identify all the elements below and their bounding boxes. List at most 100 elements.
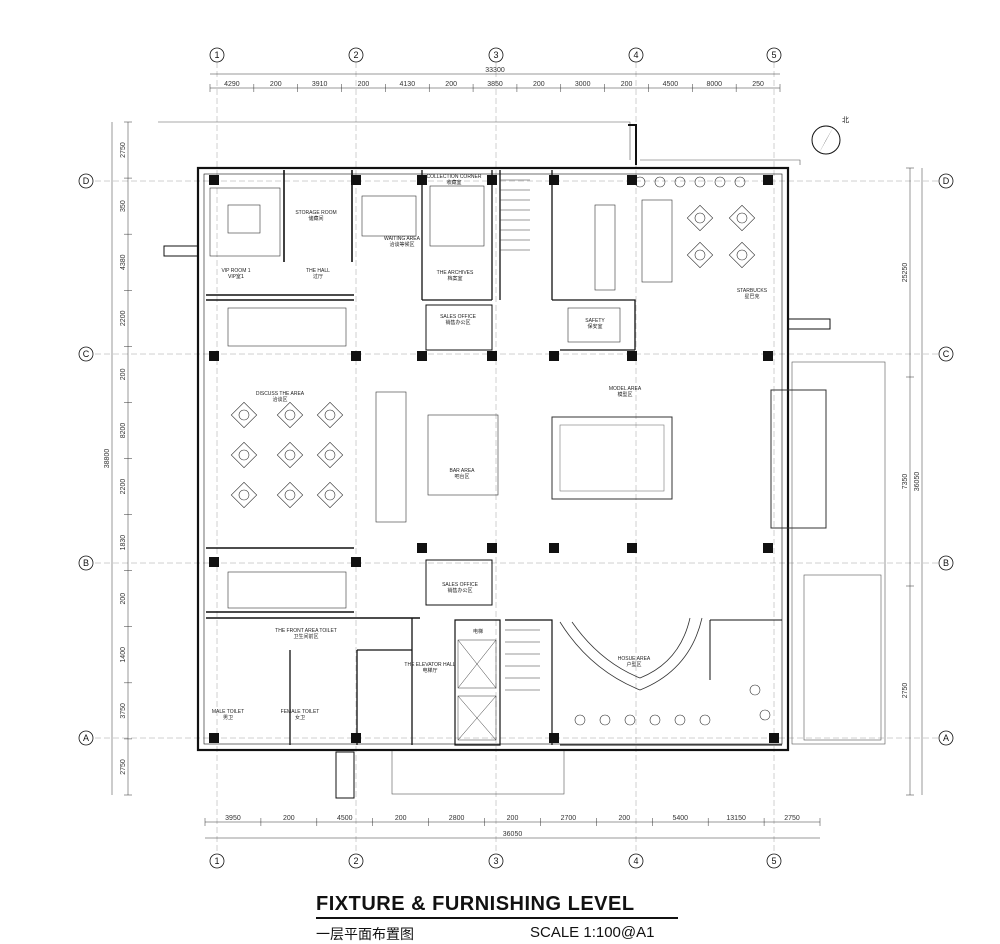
room-label-front-toilet: THE FRONT AREA TOILET <box>275 628 337 634</box>
room-label-cn-waiting: 洽谈等候区 <box>389 241 414 248</box>
room-label-cn-sales-office-s: 销售办公区 <box>447 587 472 594</box>
table-top <box>324 449 336 461</box>
grid-bubble-D <box>938 173 954 189</box>
room-label-cn-hall: 过厅 <box>313 273 323 280</box>
table-mark <box>728 204 756 232</box>
grid-bubble-B <box>78 555 94 571</box>
table-mark <box>230 401 258 429</box>
dimension-value: 200 <box>270 81 282 88</box>
room-label-sales-office-n: SALES OFFICE <box>440 314 477 320</box>
structural-column <box>351 175 361 185</box>
grid-label: 2 <box>353 50 358 60</box>
structural-column <box>769 733 779 743</box>
grid-label: 1 <box>214 856 219 866</box>
table-top <box>736 249 748 261</box>
dimension-value: 13150 <box>726 815 746 822</box>
dimension-total: 36050 <box>914 472 921 492</box>
table-mark <box>316 441 344 469</box>
dimension-value: 2200 <box>120 479 127 495</box>
structural-column <box>209 175 219 185</box>
grid-bubble-D <box>78 173 94 189</box>
stool-mark <box>624 714 636 726</box>
grid-label: 3 <box>493 856 498 866</box>
table-mark <box>230 441 258 469</box>
room-label-female-toilet: FEMALE TOILET <box>281 709 320 715</box>
structural-column <box>763 543 773 553</box>
dimension-value: 4130 <box>400 81 416 88</box>
dimension-value: 3910 <box>312 81 328 88</box>
room-label-bar: BAR AREA <box>449 468 475 474</box>
room-label-cn-male-toilet: 男卫 <box>223 715 233 721</box>
dimension-value: 1830 <box>120 535 127 551</box>
grid-label: 5 <box>771 856 776 866</box>
table-mark <box>276 401 304 429</box>
room-label-cn-safety: 保安室 <box>587 323 602 330</box>
grid-label: C <box>943 349 950 359</box>
grid-label: 5 <box>771 50 776 60</box>
structural-column <box>763 351 773 361</box>
table-top <box>694 212 706 224</box>
dimension-value: 2700 <box>561 815 577 822</box>
structural-column <box>487 351 497 361</box>
room-label-sales-office-s: SALES OFFICE <box>442 582 479 588</box>
dimension-value: 5400 <box>672 815 688 822</box>
furniture-tables <box>209 175 779 743</box>
dimension-value: 4290 <box>224 81 240 88</box>
grid-label: A <box>943 733 949 743</box>
table-mark <box>230 481 258 509</box>
grid-bubble-2 <box>348 853 364 869</box>
dimension-value: 4500 <box>337 815 353 822</box>
room-label-archives: THE ARCHIVES <box>437 270 474 276</box>
table-top <box>694 249 706 261</box>
structural-column <box>209 351 219 361</box>
grid-label: 1 <box>214 50 219 60</box>
site-outline <box>158 121 886 795</box>
room-label-cn-female-toilet: 女卫 <box>295 714 305 721</box>
room-label-cn-front-toilet: 卫生间前区 <box>293 633 318 640</box>
dimension-value: 8200 <box>120 423 127 439</box>
dimension-total: 38800 <box>104 449 111 469</box>
room-label-discuss: DISCUSS THE AREA <box>256 391 305 397</box>
room-label-cn-bar: 吧台区 <box>454 473 469 480</box>
stool-mark <box>674 176 686 188</box>
grid-bubble-4 <box>628 47 644 63</box>
structural-column <box>487 175 497 185</box>
structural-column <box>763 175 773 185</box>
dimension-value: 3000 <box>575 81 591 88</box>
room-label-elevator-hall: THE ELEVATOR HALL <box>404 662 455 668</box>
dimension-value: 200 <box>395 815 407 822</box>
room-label-model: MODEL AREA <box>609 386 642 392</box>
structural-column <box>209 557 219 567</box>
table-mark <box>316 481 344 509</box>
grid-bubble-4 <box>628 853 644 869</box>
grid-label: B <box>943 558 949 568</box>
room-label-cn-elevator: 电梯 <box>473 628 483 635</box>
structural-column <box>487 543 497 553</box>
room-label-vip: VIP ROOM 1 <box>221 268 250 274</box>
grid-bubble-3 <box>488 853 504 869</box>
dimension-total: 36050 <box>503 831 523 838</box>
table-top <box>324 489 336 501</box>
room-label-cn-vip: VIP室1 <box>228 273 244 280</box>
room-label-cn-starbucks: 星巴克 <box>744 294 759 300</box>
stool-mark <box>649 714 661 726</box>
room-label-cn-discuss: 洽谈区 <box>272 396 287 403</box>
room-label-hosue: HOSUE AREA <box>618 656 651 662</box>
building-walls <box>163 124 831 799</box>
table-top <box>736 212 748 224</box>
dimension-value: 200 <box>445 81 457 88</box>
dimension-value: 3950 <box>225 815 241 822</box>
structural-column <box>351 733 361 743</box>
dimension-value: 4500 <box>663 81 679 88</box>
grid-label: B <box>83 558 89 568</box>
dimension-value: 2200 <box>120 310 127 326</box>
north-arrow-icon: 北 <box>811 116 849 155</box>
grid-label: D <box>83 176 90 186</box>
stool-mark <box>654 176 666 188</box>
dimension-value: 200 <box>621 81 633 88</box>
table-top <box>284 449 296 461</box>
grid-bubble-3 <box>488 47 504 63</box>
